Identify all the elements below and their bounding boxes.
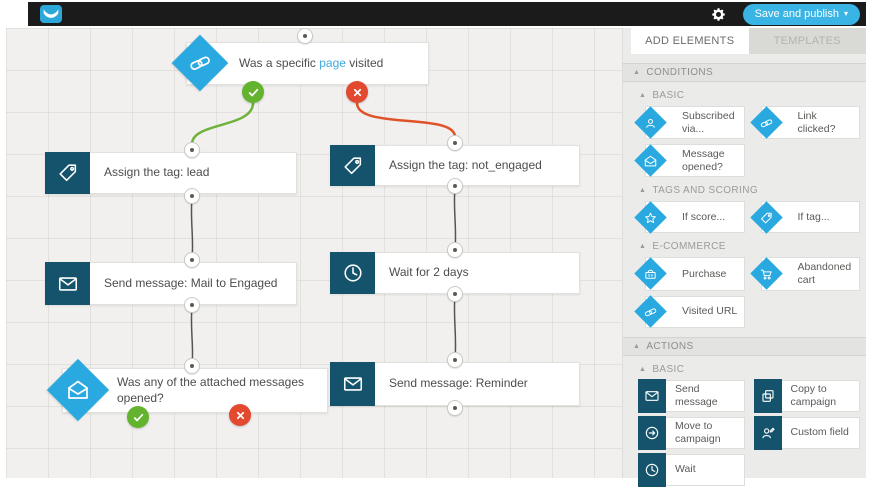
group-tags-and-scoring[interactable]: ▲ TAGS AND SCORING (639, 185, 759, 197)
no-x-icon[interactable] (229, 404, 251, 426)
collapse-arrow-icon: ▲ (639, 243, 647, 251)
cart-icon (749, 257, 783, 291)
collapse-arrow-icon: ▲ (639, 365, 647, 373)
element-copy-to-campaign[interactable]: Copy to campaign (753, 378, 860, 413)
element-wait[interactable]: Wait (638, 452, 745, 487)
envelope-open-icon (634, 144, 667, 178)
no-x-icon[interactable] (346, 81, 368, 103)
collapse-arrow-icon: ▲ (633, 69, 641, 76)
copy-icon (753, 378, 782, 413)
connector-dot[interactable] (447, 178, 463, 194)
element-abandoned-cart[interactable]: Abandoned cart (749, 257, 860, 291)
settings-gear-icon[interactable] (709, 4, 729, 24)
element-move-to-campaign[interactable]: Move to campaign (638, 415, 745, 450)
basket-icon (634, 257, 667, 291)
element-custom-field[interactable]: Custom field (753, 415, 860, 450)
section-conditions[interactable]: ▲ CONDITIONS (623, 63, 866, 82)
yes-check-icon[interactable] (242, 81, 264, 103)
connector-dot[interactable] (447, 286, 463, 302)
node-send-message-engaged[interactable]: Send message: Mail to Engaged (45, 262, 297, 305)
user-icon (634, 106, 667, 139)
sidebar-tabs: ADD ELEMENTS TEMPLATES (623, 28, 866, 54)
star-icon (634, 201, 667, 234)
node-label: Wait for 2 days (389, 265, 469, 280)
clock-icon (330, 252, 375, 294)
envelope-icon (45, 262, 90, 305)
connector-dot[interactable] (184, 252, 200, 268)
connector-dot[interactable] (447, 242, 463, 258)
connector-dot[interactable] (184, 142, 200, 158)
tag-icon (330, 145, 375, 186)
node-label: Assign the tag: not_engaged (389, 157, 542, 172)
element-message-opened[interactable]: Message opened? (634, 144, 745, 178)
collapse-arrow-icon: ▲ (633, 342, 641, 350)
user-edit-icon (753, 415, 782, 450)
node-send-message-reminder[interactable]: Send message: Reminder (330, 362, 580, 406)
move-arrow-circle-icon (638, 415, 666, 450)
tab-add-elements[interactable]: ADD ELEMENTS (631, 28, 749, 54)
section-actions[interactable]: ▲ ACTIONS (623, 336, 866, 356)
connector-dot[interactable] (447, 400, 463, 416)
yes-check-icon[interactable] (127, 406, 149, 428)
node-messages-opened[interactable]: Was any of the attached messages opened? (62, 368, 328, 413)
clock-icon (638, 452, 666, 487)
node-assign-tag-lead[interactable]: Assign the tag: lead (45, 152, 297, 194)
connector-dot[interactable] (184, 297, 200, 313)
link-icon[interactable] (171, 34, 229, 92)
link-icon (634, 295, 667, 328)
connector-dot[interactable] (447, 135, 463, 151)
node-label: Was any of the attached messages opened? (117, 374, 304, 405)
save-button-label: Save and publish (754, 7, 839, 20)
group-ecommerce[interactable]: ▲ E-COMMERCE (639, 241, 726, 253)
elements-sidebar: ADD ELEMENTS TEMPLATES ▲ CONDITIONS ▲ BA… (622, 28, 866, 487)
group-conditions-basic[interactable]: ▲ BASIC (639, 90, 685, 101)
envelope-icon (638, 378, 666, 413)
element-link-clicked[interactable]: Link clicked? (749, 106, 860, 140)
save-and-publish-button[interactable]: Save and publish ▾ (742, 3, 860, 25)
topbar: Save and publish ▾ (28, 2, 866, 26)
node-label: Send message: Reminder (389, 376, 528, 391)
connector-dot[interactable] (297, 28, 313, 44)
connector-dot[interactable] (184, 358, 200, 374)
collapse-arrow-icon: ▲ (639, 187, 647, 195)
element-if-score[interactable]: If score... (634, 201, 745, 234)
tag-icon (45, 152, 90, 194)
node-page-visited-label: Was a specific page visited (239, 55, 384, 70)
element-visited-url[interactable]: Visited URL (634, 295, 745, 328)
element-subscribed-via[interactable]: Subscribed via... (634, 106, 745, 140)
tab-templates[interactable]: TEMPLATES (748, 28, 866, 54)
node-label: Assign the tag: lead (104, 165, 210, 180)
connector-dot[interactable] (184, 188, 200, 204)
element-purchase[interactable]: Purchase (634, 257, 745, 291)
node-label: Send message: Mail to Engaged (104, 275, 278, 290)
group-actions-basic[interactable]: ▲ BASIC (639, 363, 685, 375)
element-if-tag[interactable]: If tag... (749, 201, 860, 234)
link-icon (749, 106, 783, 139)
app-logo-envelope-icon[interactable] (40, 5, 62, 23)
collapse-arrow-icon: ▲ (639, 92, 647, 99)
connector-dot[interactable] (447, 352, 463, 368)
envelope-open-icon[interactable] (46, 358, 110, 422)
workflow-canvas[interactable]: Was a specific page visited Assign the t… (6, 28, 622, 478)
page-link[interactable]: page (319, 55, 346, 70)
tag-icon (749, 201, 783, 234)
element-send-message[interactable]: Send message (638, 378, 745, 413)
chevron-down-icon: ▾ (843, 9, 848, 18)
envelope-icon (330, 362, 375, 406)
